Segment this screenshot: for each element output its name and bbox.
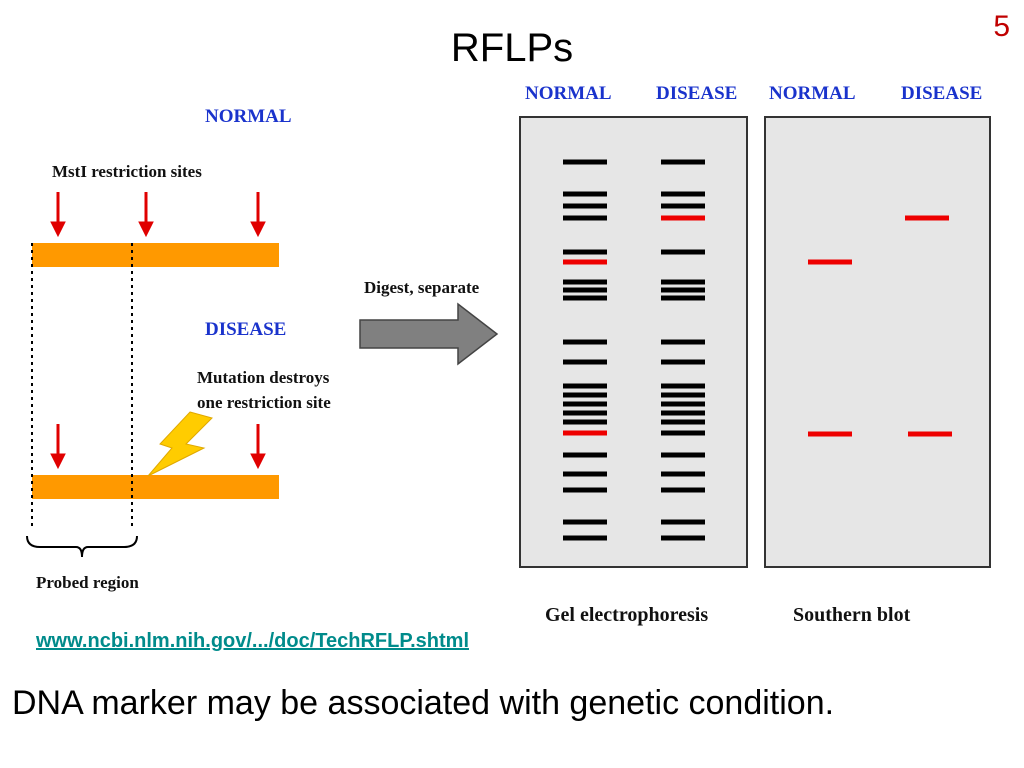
- gel-normal-band: [563, 452, 607, 458]
- gel-normal-band: [563, 249, 607, 255]
- gel-normal-band: [563, 471, 607, 477]
- blot-disease-band: [905, 215, 949, 221]
- probed-region-label: Probed region: [36, 573, 139, 592]
- blot-disease-header: DISEASE: [901, 83, 983, 104]
- gel-normal-band: [563, 410, 607, 416]
- gel-disease-band: [661, 249, 705, 255]
- blot-normal-header: NORMAL: [769, 83, 856, 104]
- gel-caption: Gel electrophoresis: [545, 604, 709, 626]
- gel-disease-band: [661, 487, 705, 493]
- gel-disease-band: [661, 471, 705, 477]
- gel-normal-band: [563, 383, 607, 389]
- gel-disease-band: [661, 383, 705, 389]
- gel-normal-band: [563, 519, 607, 525]
- gel-disease-band: [661, 452, 705, 458]
- gel-normal-band: [563, 401, 607, 407]
- disease-dna-bar: [32, 475, 279, 499]
- probed-region-lines: [31, 243, 133, 530]
- gel-normal-band: [563, 295, 607, 301]
- slide-title: RFLPs: [450, 26, 574, 70]
- restriction-sites-label: MstI restriction sites: [52, 162, 202, 181]
- gel-disease-band: [661, 191, 705, 197]
- gel-disease-band: [661, 359, 705, 365]
- probed-region-brace: [26, 535, 138, 558]
- gel-normal-band: [563, 159, 607, 165]
- blot-normal-band: [808, 431, 852, 437]
- gel-normal-band: [563, 339, 607, 345]
- disease-restriction-arrows: [50, 424, 266, 470]
- gel-normal-red-band: [563, 430, 607, 436]
- gel-normal-band: [563, 215, 607, 221]
- gel-normal-band: [563, 287, 607, 293]
- normal-restriction-arrows: [50, 192, 266, 238]
- gel-normal-header: NORMAL: [525, 83, 612, 104]
- gel-disease-band: [661, 410, 705, 416]
- gel-disease-band: [661, 339, 705, 345]
- gel-normal-band: [563, 487, 607, 493]
- gel-disease-band: [661, 535, 705, 541]
- gel-normal-red-band: [563, 259, 607, 265]
- gel-disease-band: [661, 279, 705, 285]
- gel-normal-band: [563, 203, 607, 209]
- gel-normal-band: [563, 535, 607, 541]
- footer-statement: DNA marker may be associated with geneti…: [12, 684, 835, 722]
- digest-arrow-icon: [359, 302, 499, 366]
- blot-disease-band: [908, 431, 952, 437]
- gel-panel: [519, 116, 748, 568]
- source-link[interactable]: www.ncbi.nlm.nih.gov/.../doc/TechRFLP.sh…: [36, 630, 469, 652]
- mutation-text-line2: one restriction site: [197, 393, 331, 412]
- gel-disease-header: DISEASE: [656, 83, 738, 104]
- gel-disease-band: [661, 295, 705, 301]
- mutation-lightning-icon: [147, 411, 213, 477]
- gel-normal-band: [563, 191, 607, 197]
- gel-normal-band: [563, 419, 607, 425]
- gel-disease-band: [661, 159, 705, 165]
- normal-label: NORMAL: [205, 106, 292, 127]
- gel-normal-band: [563, 359, 607, 365]
- digest-label: Digest, separate: [364, 278, 480, 297]
- gel-normal-band: [563, 392, 607, 398]
- gel-disease-band: [661, 430, 705, 436]
- slide-number: 5: [993, 10, 1010, 43]
- disease-label: DISEASE: [205, 319, 287, 340]
- blot-caption: Southern blot: [793, 604, 911, 626]
- gel-disease-band: [661, 419, 705, 425]
- blot-normal-band: [808, 259, 852, 265]
- blot-panel: [764, 116, 991, 568]
- gel-disease-band: [661, 287, 705, 293]
- gel-disease-band: [661, 401, 705, 407]
- gel-disease-band: [661, 392, 705, 398]
- mutation-text-line1: Mutation destroys: [197, 368, 330, 387]
- normal-dna-bar: [32, 243, 279, 267]
- gel-disease-band: [661, 519, 705, 525]
- band-layer: [563, 159, 952, 541]
- gel-normal-band: [563, 279, 607, 285]
- gel-disease-red-band: [661, 215, 705, 221]
- gel-disease-band: [661, 203, 705, 209]
